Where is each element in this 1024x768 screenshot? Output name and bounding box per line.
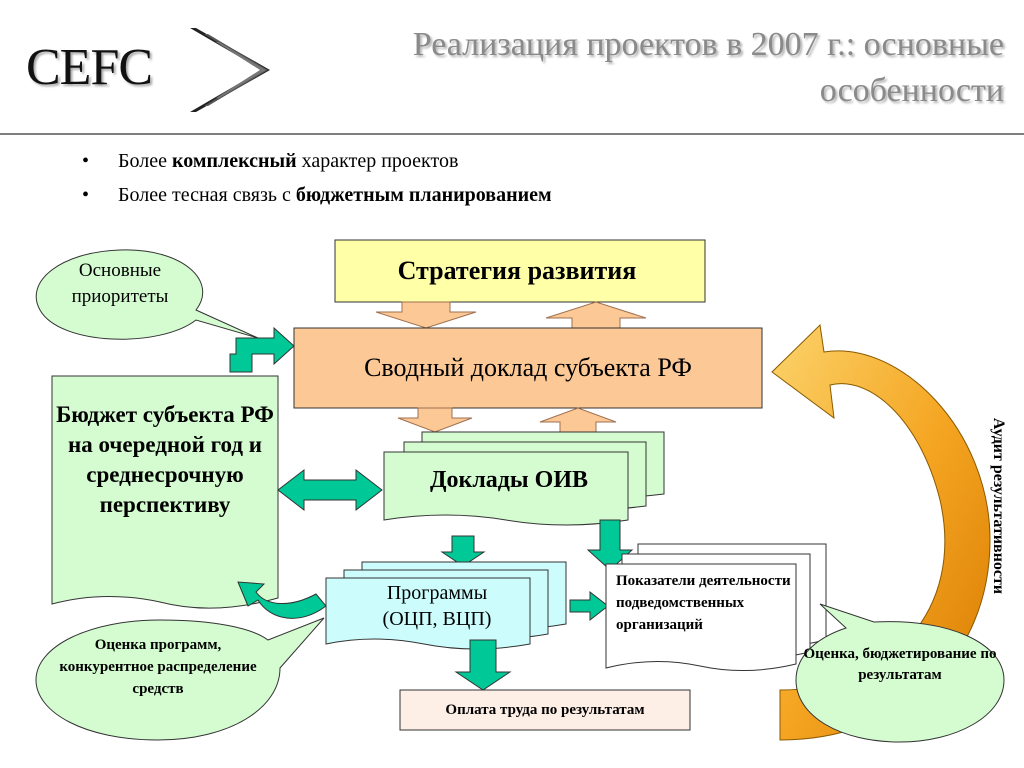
bullet-bold-text: комплексный [171, 150, 297, 172]
arrow-down-strategy [375, 301, 477, 329]
budget-doc [51, 375, 279, 609]
programs-label: Программы (ОЦП, ВЦП) [326, 580, 548, 632]
indicators-label: Показатели деятельности подведомственных… [616, 573, 791, 633]
bullet-text: характер проектов [296, 150, 459, 172]
bullet-icon: • [82, 150, 90, 172]
oiv-label: Доклады ОИВ [429, 466, 589, 493]
svodny-label: Сводный доклад субъекта РФ [364, 353, 692, 382]
bullet-item: • Более комплексный характер проектов [82, 144, 552, 178]
audit-label: Аудит результативности [990, 417, 1007, 595]
bullet-text: Более [118, 150, 172, 172]
arrow-up-oiv [539, 407, 617, 433]
evaluation-right-callout [795, 603, 1005, 743]
programs-doc-stack [325, 561, 567, 650]
page-title: Реализация проектов в 2007 г.: основные … [412, 26, 1004, 109]
logo-chevron-icon [190, 28, 270, 112]
arrow-programs-to-pay [454, 639, 512, 691]
bullet-icon: • [82, 184, 90, 206]
bullet-bold-text: бюджетным планированием [295, 184, 552, 206]
arrow-up-svodny [545, 301, 647, 329]
priorities-label: Основные приоритеты [71, 260, 169, 307]
evaluation-left-label: Оценка программ, конкурентное распределе… [59, 637, 257, 697]
budget-label: Бюджет субъекта РФ на очередной год и ср… [56, 402, 274, 517]
oiv-doc-stack [383, 431, 665, 526]
arrow-oiv-to-programs [440, 535, 486, 567]
evaluation-left-callout [35, 617, 325, 741]
double-arrow-budget-oiv [277, 468, 383, 512]
programs-label-line2: (ОЦП, ВЦП) [382, 608, 492, 630]
bullet-item: • Более тесная связь с бюджетным планиро… [82, 178, 552, 212]
evaluation-right-label: Оценка, бюджетирование по результатам [803, 646, 997, 683]
bullet-text: Более тесная связь с [118, 184, 296, 206]
strategy-label: Стратегия развития [397, 256, 637, 285]
bullet-list: • Более комплексный характер проектов • … [82, 144, 552, 212]
pay-label: Оплата труда по результатам [445, 701, 645, 718]
bent-arrow-to-svodny [229, 326, 295, 373]
arrow-down-svodny [397, 407, 473, 433]
arrow-oiv-to-indicators [586, 519, 634, 571]
curved-arrow-programs-to-budget [237, 581, 327, 619]
indicators-doc-stack [605, 543, 827, 671]
strategy-box [334, 239, 706, 303]
logo: CEFC [26, 39, 153, 96]
programs-label-line1: Программы [386, 582, 488, 604]
svodny-box [293, 327, 763, 409]
arrow-programs-to-indicators [569, 590, 609, 622]
pay-box [399, 689, 691, 731]
priorities-callout [35, 249, 259, 340]
